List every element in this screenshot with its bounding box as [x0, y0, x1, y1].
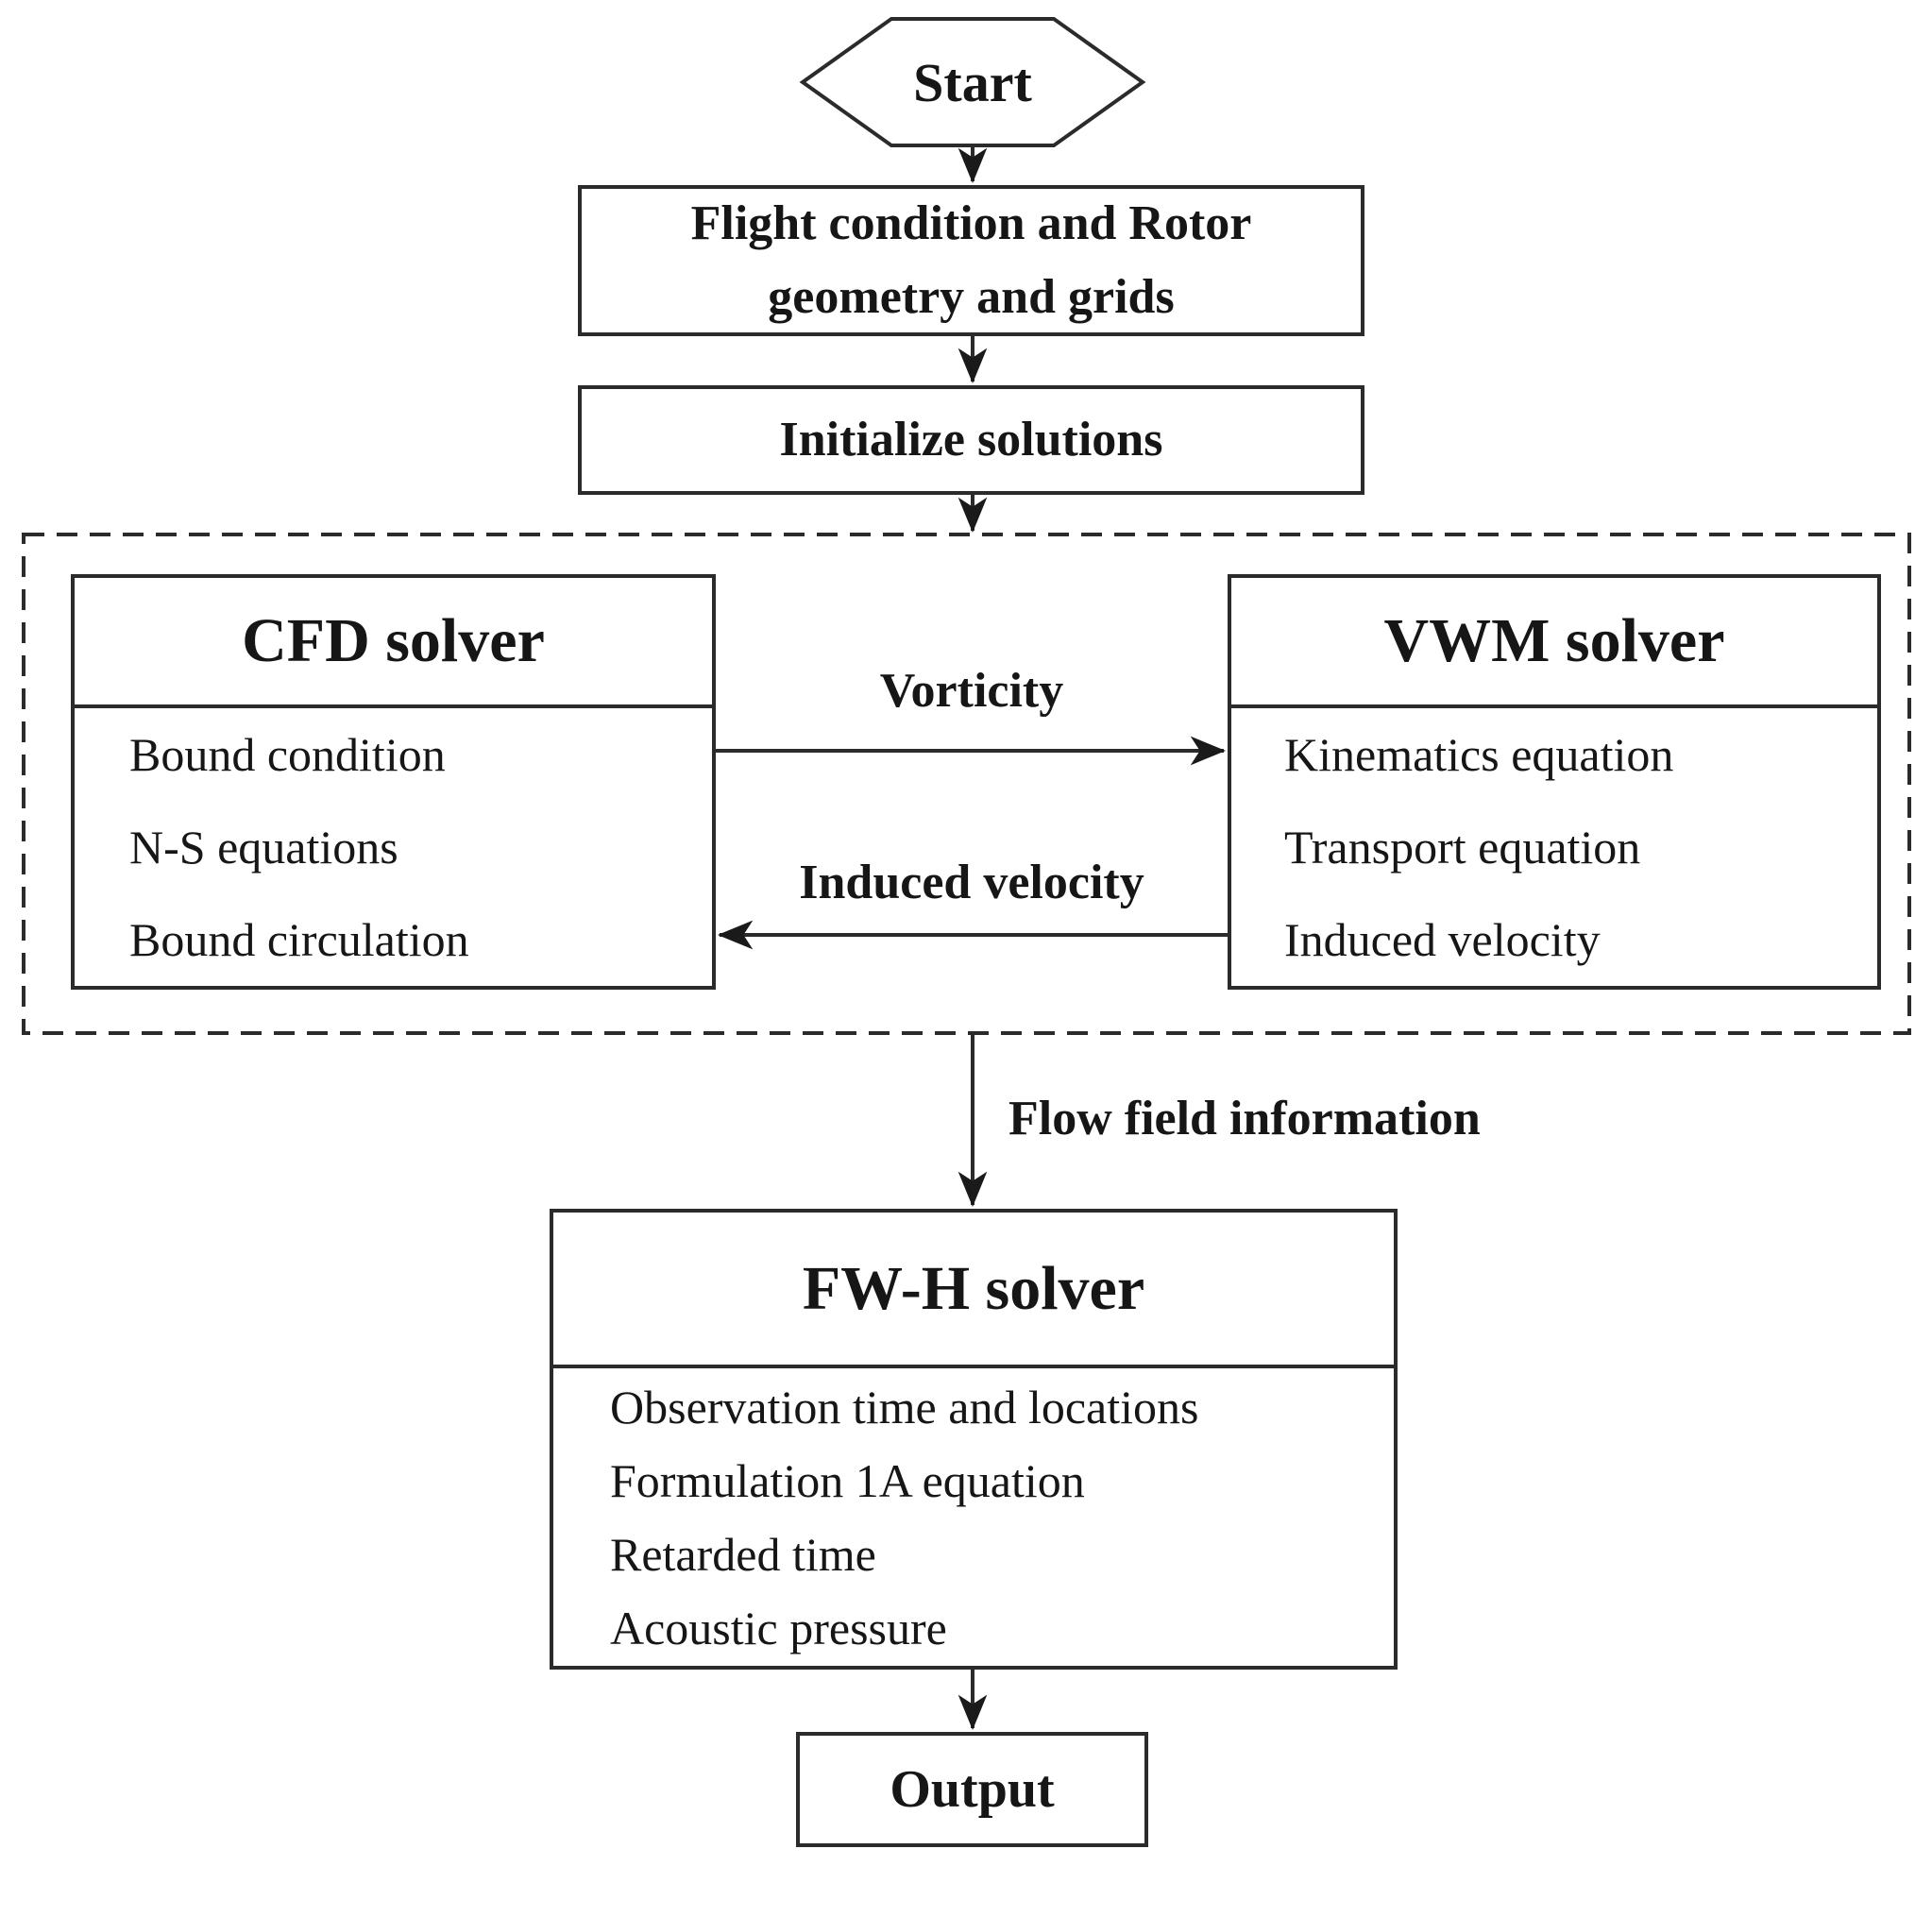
cfd-solver-body: Bound condition N-S equations Bound circ… [75, 708, 712, 986]
output-label: Output [890, 1760, 1055, 1819]
fwh-solver-box: FW-H solver Observation time and locatio… [550, 1209, 1398, 1670]
fwh-solver-body: Observation time and locations Formulati… [553, 1368, 1394, 1666]
cfd-solver-box: CFD solver Bound condition N-S equations… [71, 574, 716, 990]
initialize-solutions-box: Initialize solutions [578, 385, 1364, 495]
coupling-dashed-border [22, 533, 1911, 1035]
flow-field-information-label: Flow field information [1008, 1092, 1481, 1145]
start-node: Start [913, 51, 1032, 113]
cfd-item: Bound condition [129, 728, 446, 781]
fwh-item: Observation time and locations [610, 1380, 1199, 1434]
cfd-solver-title: CFD solver [75, 578, 712, 708]
fwh-item: Acoustic pressure [610, 1601, 947, 1654]
vwm-solver-box: VWM solver Kinematics equation Transport… [1228, 574, 1881, 990]
fwh-solver-title: FW-H solver [553, 1213, 1394, 1368]
vwm-item: Induced velocity [1284, 913, 1601, 966]
vorticity-label: Vorticity [879, 664, 1064, 718]
cfd-item: N-S equations [129, 821, 398, 874]
cfd-item: Bound circulation [129, 913, 469, 966]
initialize-solutions-label: Initialize solutions [779, 413, 1163, 467]
vwm-item: Transport equation [1284, 821, 1641, 874]
vwm-item: Kinematics equation [1284, 728, 1674, 781]
vwm-solver-title: VWM solver [1231, 578, 1877, 708]
flight-condition-box: Flight condition and Rotor geometry and … [578, 185, 1364, 336]
start-hexagon-shape [799, 17, 1146, 147]
vwm-solver-body: Kinematics equation Transport equation I… [1231, 708, 1877, 986]
fwh-item: Retarded time [610, 1527, 876, 1581]
induced-velocity-label: Induced velocity [799, 856, 1144, 909]
fwh-item: Formulation 1A equation [610, 1453, 1085, 1507]
flight-condition-label: Flight condition and Rotor geometry and … [690, 196, 1252, 324]
output-box: Output [796, 1732, 1148, 1847]
